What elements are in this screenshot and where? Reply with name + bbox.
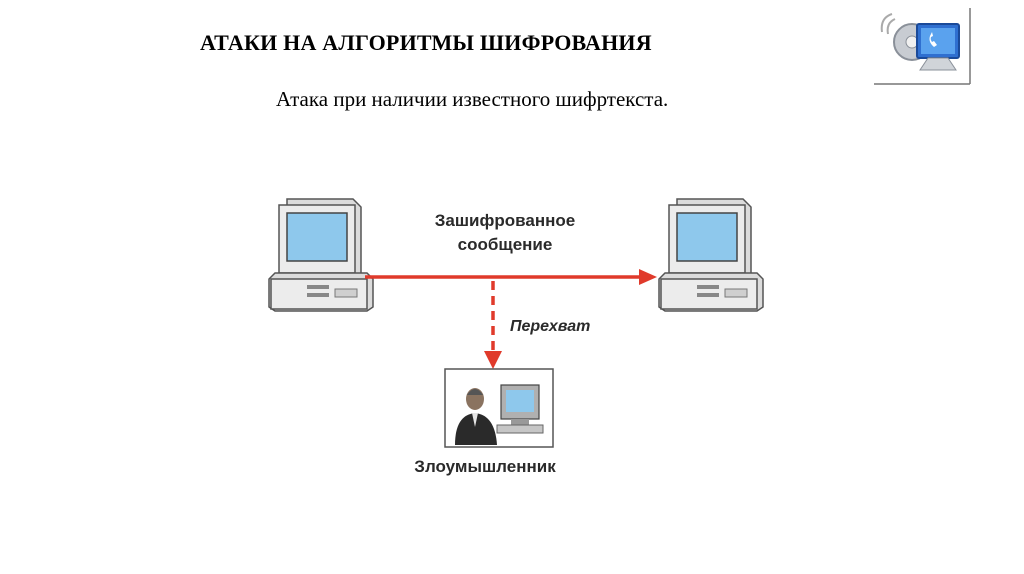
intercept-label: Перехват: [510, 318, 591, 335]
encrypted-message-line2: сообщение: [457, 235, 553, 254]
encrypted-message-label: Зашифрованное сообщение: [405, 209, 605, 257]
intercept-arrow: [484, 281, 502, 369]
slide-title: АТАКИ НА АЛГОРИТМЫ ШИФРОВАНИЯ: [200, 30, 652, 55]
cipher-attack-diagram: Зашифрованное сообщение Перехват Злоумыш…: [255, 185, 775, 495]
sender-computer-icon: [268, 198, 374, 312]
receiver-computer-icon: [658, 198, 764, 312]
monitor-phone-logo-icon: [872, 4, 972, 86]
attacker-label: Злоумышленник: [414, 457, 556, 476]
encrypted-message-line1: Зашифрованное: [434, 211, 576, 230]
message-arrow: [365, 269, 657, 285]
slide-subtitle: Атака при наличии известного шифртекста.: [276, 87, 669, 111]
attacker-icon: [444, 368, 554, 448]
